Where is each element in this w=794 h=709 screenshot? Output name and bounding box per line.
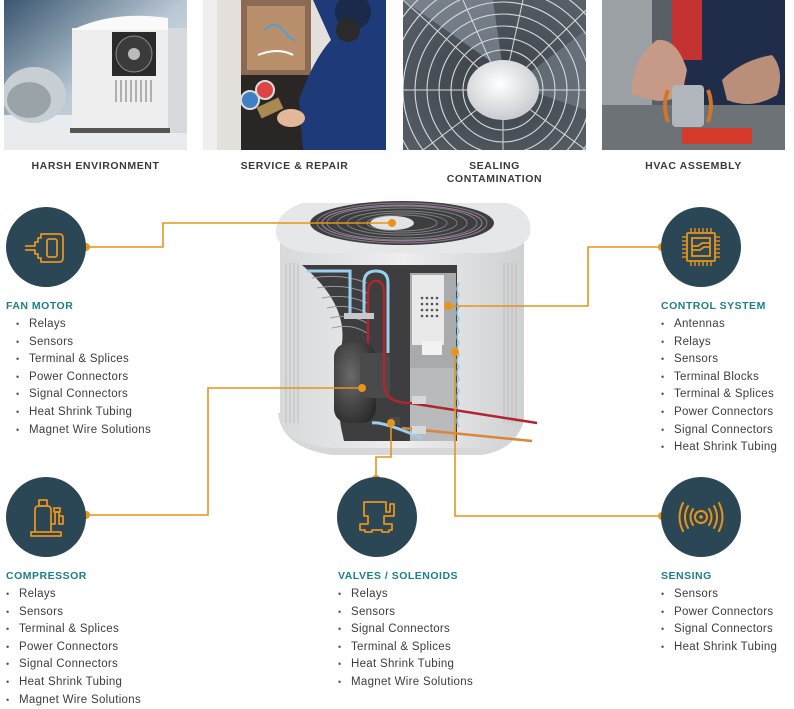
category-fan-motor: FAN MOTOR Relays Sensors Terminal & Spli… [6, 300, 151, 439]
list-item: Sensors [661, 586, 777, 604]
list-item: Heat Shrink Tubing [16, 404, 151, 422]
category-compressor: COMPRESSOR Relays Sensors Terminal & Spl… [6, 570, 141, 709]
photo-label-service-repair: SERVICE & REPAIR [240, 160, 349, 172]
list-item: Heat Shrink Tubing [661, 439, 777, 457]
list-item: Terminal & Splices [6, 621, 141, 639]
photo-label-harsh-environment: HARSH ENVIRONMENT [31, 160, 160, 172]
category-title-fan-motor: FAN MOTOR [6, 300, 74, 312]
list-item: Terminal & Splices [338, 639, 473, 657]
valve-icon [359, 501, 395, 533]
list-item: Sensors [661, 351, 777, 369]
list-item: Signal Connectors [6, 656, 141, 674]
compressor-product-list: Relays Sensors Terminal & Splices Power … [6, 586, 141, 709]
category-title-control-system: CONTROL SYSTEM [661, 300, 766, 312]
list-item: Magnet Wire Solutions [338, 674, 473, 692]
list-item: Relays [16, 316, 151, 334]
list-item: Sensors [6, 604, 141, 622]
list-item: Signal Connectors [661, 621, 777, 639]
compressor-icon-circle [6, 477, 86, 557]
ac-unit-cutaway-illustration [272, 193, 542, 473]
fan-motor-product-list: Relays Sensors Terminal & Splices Power … [16, 316, 151, 439]
list-item: Heat Shrink Tubing [661, 639, 777, 657]
list-item: Relays [338, 586, 473, 604]
category-valves-solenoids: VALVES / SOLENOIDS Relays Sensors Signal… [338, 570, 473, 692]
list-item: Terminal & Splices [16, 351, 151, 369]
photo-service-repair [203, 0, 386, 150]
list-item: Antennas [661, 316, 777, 334]
photo-label-sealing-contamination: SEALING CONTAMINATION [446, 160, 543, 185]
microchip-icon [682, 228, 720, 266]
list-item: Heat Shrink Tubing [338, 656, 473, 674]
control-system-icon-circle [661, 207, 741, 287]
list-item: Terminal Blocks [661, 369, 777, 387]
category-title-valves-solenoids: VALVES / SOLENOIDS [338, 570, 459, 582]
list-item: Relays [661, 334, 777, 352]
sensing-icon-circle [661, 477, 741, 557]
control-system-product-list: Antennas Relays Sensors Terminal Blocks … [661, 316, 777, 457]
sensing-waves-icon [678, 502, 724, 532]
list-item: Signal Connectors [338, 621, 473, 639]
list-item: Power Connectors [16, 369, 151, 387]
valves-product-list: Relays Sensors Signal Connectors Termina… [338, 586, 473, 692]
list-item: Magnet Wire Solutions [16, 422, 151, 440]
fan-motor-icon-circle [6, 207, 86, 287]
list-item: Power Connectors [661, 604, 777, 622]
category-title-sensing: SENSING [661, 570, 712, 582]
list-item: Heat Shrink Tubing [6, 674, 141, 692]
list-item: Power Connectors [661, 404, 777, 422]
compressor-icon [30, 499, 64, 537]
category-control-system: CONTROL SYSTEM Antennas Relays Sensors T… [661, 300, 777, 457]
list-item: Terminal & Splices [661, 386, 777, 404]
list-item: Relays [6, 586, 141, 604]
fan-motor-plug-icon [25, 233, 64, 263]
list-item: Sensors [16, 334, 151, 352]
list-item: Magnet Wire Solutions [6, 692, 141, 709]
valves-icon-circle [337, 477, 417, 557]
category-title-compressor: COMPRESSOR [6, 570, 87, 582]
list-item: Signal Connectors [16, 386, 151, 404]
list-item: Signal Connectors [661, 422, 777, 440]
photo-harsh-environment [4, 0, 187, 150]
sensing-product-list: Sensors Power Connectors Signal Connecto… [661, 586, 777, 656]
photo-hvac-assembly [602, 0, 785, 150]
photo-label-hvac-assembly: HVAC ASSEMBLY [645, 160, 742, 172]
list-item: Power Connectors [6, 639, 141, 657]
category-sensing: SENSING Sensors Power Connectors Signal … [661, 570, 777, 656]
photo-sealing-contamination [403, 0, 586, 150]
list-item: Sensors [338, 604, 473, 622]
